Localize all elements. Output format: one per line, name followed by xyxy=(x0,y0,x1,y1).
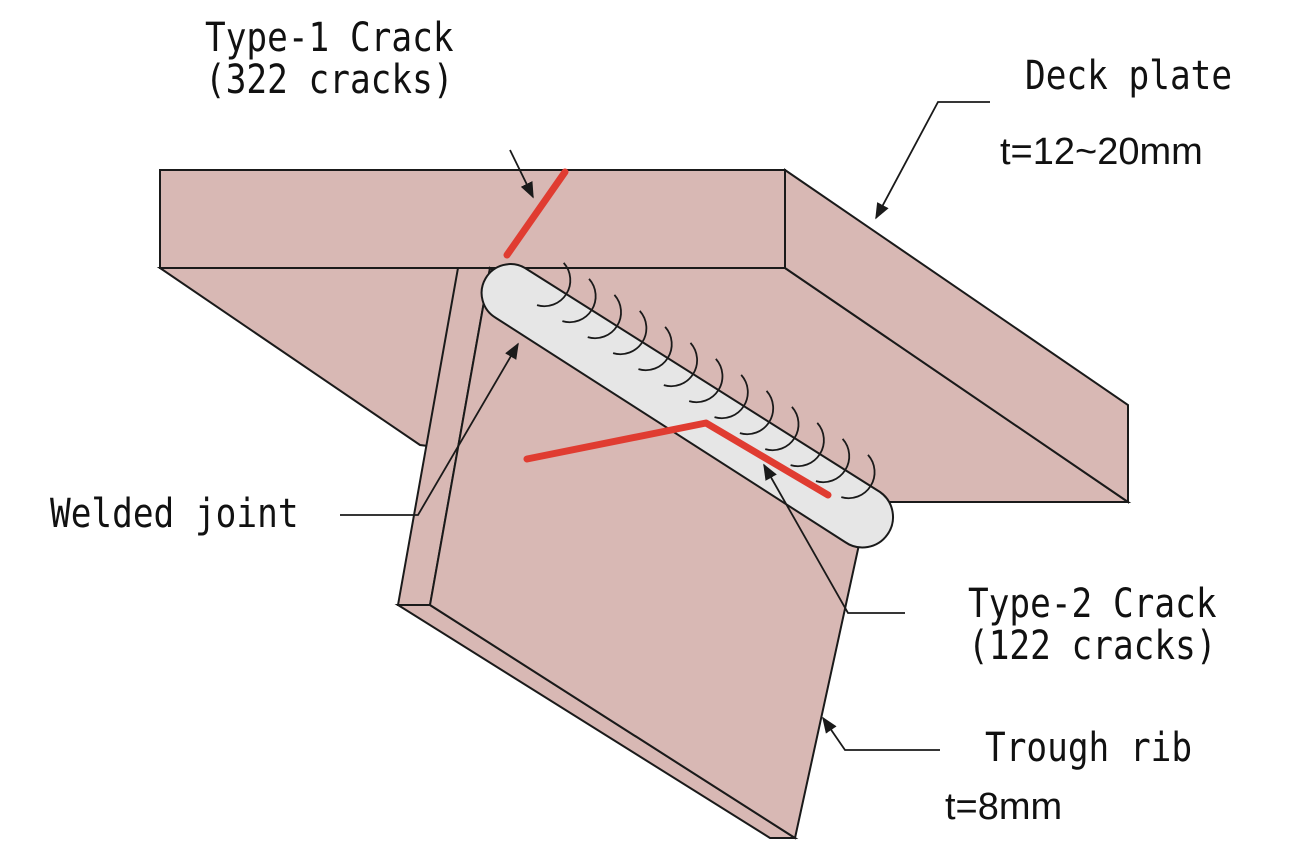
weld-ripple xyxy=(841,454,876,500)
trough-rib-label: Trough rib xyxy=(985,725,1193,771)
weld-ripple xyxy=(815,438,851,484)
type2-crack-count: (122 cracks) xyxy=(968,623,1217,669)
trough-rib-leader-arrow xyxy=(822,716,940,751)
deck-plate-front xyxy=(159,169,786,269)
weld-ripple xyxy=(587,294,622,340)
weld-ripple xyxy=(790,422,825,468)
type2-crack-label: Type-2 Crack xyxy=(968,581,1217,627)
type2-crack-mark xyxy=(523,419,832,499)
type1-leader-arrow xyxy=(509,149,534,199)
deck-plate-label: Deck plate xyxy=(1025,53,1233,99)
weld-ripple xyxy=(714,374,749,420)
weld-ripple xyxy=(638,326,673,372)
type1-crack-mark xyxy=(503,168,569,259)
deck-plate-leader-arrow xyxy=(875,101,990,220)
deck-plate-thickness: t=12~20mm xyxy=(1000,131,1203,173)
weld-ripple xyxy=(612,310,648,356)
weld-ripple xyxy=(764,406,800,452)
weld-ripple xyxy=(562,278,597,324)
weld-ripple xyxy=(536,262,572,308)
welded-joint-label: Welded joint xyxy=(50,491,299,537)
weld-ripple xyxy=(663,342,698,388)
type1-crack-label: Type-1 Crack xyxy=(205,15,454,61)
trough-rib-thickness: t=8mm xyxy=(945,786,1063,828)
weld-ripple xyxy=(739,390,774,436)
weld-ripple xyxy=(688,358,724,404)
type1-crack-count: (322 cracks) xyxy=(205,57,454,103)
type2-leader-arrow xyxy=(763,463,905,614)
welded-joint-leader-line xyxy=(340,342,519,516)
